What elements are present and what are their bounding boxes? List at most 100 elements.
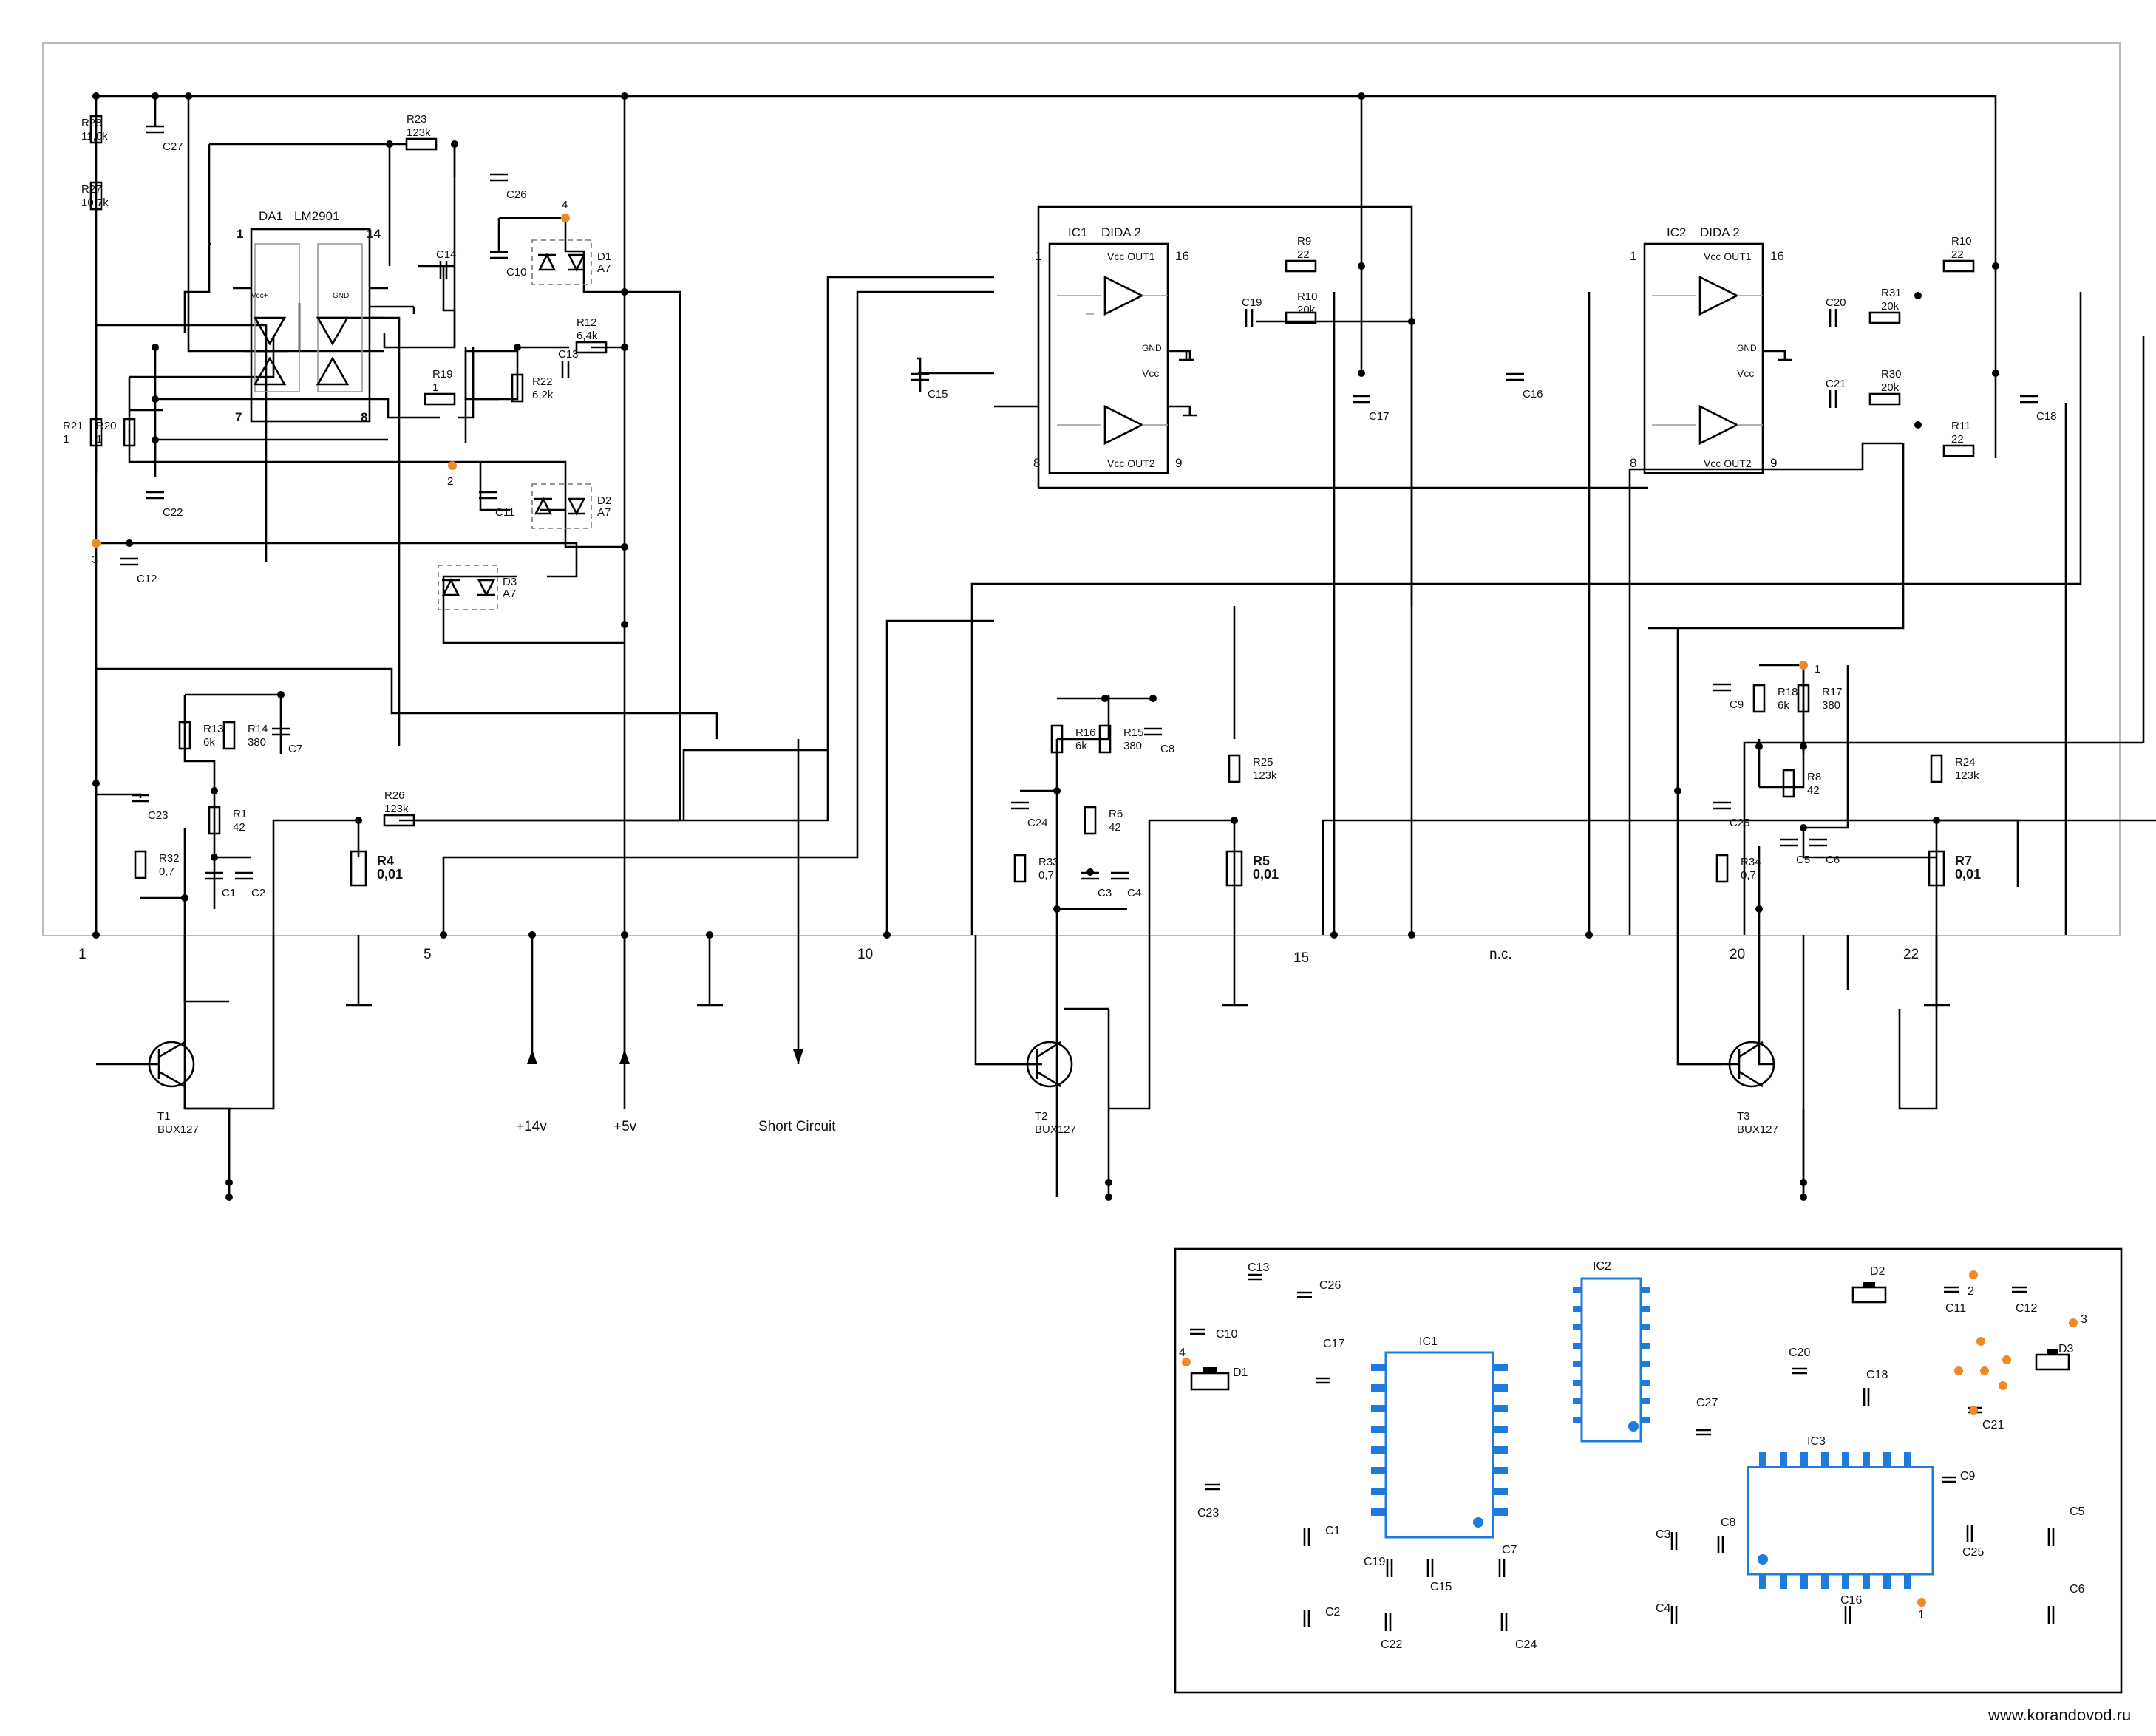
capacitor-c11 [479,491,497,500]
resistor-r27 [89,181,103,211]
capacitor-c24-label: C24 [1027,817,1048,829]
connector-pin-nc: n.c. [1489,947,1512,962]
capacitor-c25 [1713,801,1731,810]
pcb-label-c21: C21 [1982,1419,2004,1432]
resistor-r13 [178,721,191,750]
capacitors [92,92,2038,1201]
resistor-r28-ref: R28 [81,117,102,129]
pcb-capacitor-c25 [1966,1525,1973,1542]
site-footer: www.korandovod.ru [1987,1706,2131,1724]
resistor-r22 [511,373,524,403]
pcb-capacitor-c15 [1426,1559,1434,1577]
resistor-r8-value: 42 [1807,784,1820,797]
resistor-r25-value: 123k [1253,769,1277,782]
board-frame [42,42,2121,936]
resistor-r16 [1050,724,1064,754]
capacitor-c14 [439,261,448,279]
pcb-label-c15: C15 [1430,1581,1452,1593]
ic-ic1-out2: Vcc OUT2 [1107,457,1155,469]
ic-da1-pin7: 7 [235,410,242,424]
resistor-r31-ref: R31 [1881,287,1902,299]
resistor-r14 [222,721,236,750]
pcb-label-c10: C10 [1216,1328,1237,1341]
resistor-r24-value: 123k [1955,769,1979,782]
ic-ic2-out2: Vcc OUT2 [1704,457,1752,469]
pcb-capacitor-c7 [1498,1559,1506,1577]
resistor-r7 [1928,850,1945,887]
capacitor-c21-label: C21 [1826,378,1846,390]
pcb-ic2 [1747,1466,1934,1576]
capacitor-c1 [205,871,223,880]
pcb-label-d1: D1 [1233,1366,1248,1379]
pcb-capacitor-c24 [1500,1613,1508,1631]
resistor-r10 [1942,259,1975,273]
pcb-capacitor-c26 [1297,1291,1312,1298]
pcb-capacitor-c23 [1205,1483,1220,1491]
pcb-point-label-3: 3 [2081,1313,2087,1326]
capacitor-c13 [561,361,570,378]
resistor-r6-ref: R6 [1109,808,1123,820]
resistor-r25 [1228,754,1241,783]
resistor-r27-value: 10,7k [81,197,109,209]
capacitor-c23 [132,794,149,803]
resistor-r33-ref: R33 [1038,856,1059,868]
test-point-4 [561,214,570,222]
resistor-r18 [1752,684,1766,713]
pcb-label-c4: C4 [1656,1602,1671,1615]
capacitor-c18 [2020,395,2038,404]
resistor-r32-value: 0,7 [159,865,174,878]
component-labels: R2811,6kR2710,7kR23123kR126,4kR226,2kR19… [63,113,2057,899]
resistor-r30 [1868,392,1901,406]
resistor-r9-value: 22 [1297,248,1310,261]
capacitor-c14-label: C14 [436,248,457,261]
resistor-r6-value: 42 [1109,821,1121,834]
resistor-r10-value: 20k [1297,304,1316,316]
capacitor-c5 [1780,838,1798,847]
diode-d1 [531,239,592,285]
ic-da1-part: LM2901 [294,209,339,223]
pcb-point-label-1: 1 [1918,1609,1925,1621]
resistor-r9-ref: R9 [1297,235,1311,248]
resistor-r14-value: 380 [248,736,266,749]
resistor-r17-ref: R17 [1822,686,1843,698]
pcb-capacitor-c10 [1190,1328,1205,1335]
pcb-label-c25: C25 [1962,1546,1984,1559]
resistor-r23-ref: R23 [407,113,427,126]
resistor-r21-value: 1 [63,433,69,446]
ic-ic2-vcc: Vcc [1737,367,1754,379]
resistor-r19-ref: R19 [432,368,453,381]
resistor-r11-value: 22 [1951,433,1964,446]
ic-da1-pin1: 1 [237,227,243,241]
ic-ic2 [1643,242,1786,474]
pcb-capacitor-c20 [1792,1367,1807,1375]
capacitor-c22 [146,491,164,500]
pcb-ic1 [1384,1351,1494,1539]
diode-d1-part: A7 [597,262,611,275]
resistor-r20-ref: R20 [96,420,117,432]
resistor-r8-ref: R8 [1807,771,1821,783]
capacitor-c9 [1713,683,1731,692]
pcb-label-ic1: IC1 [1419,1335,1438,1348]
resistor-r7-ref: R7 [1955,854,1972,868]
diode-d3-ref: D3 [503,576,517,588]
pcb-label-ic3: IC3 [1807,1435,1826,1448]
resistor-r32 [134,850,147,879]
transistor-t2-part: BUX127 [1035,1123,1076,1136]
transistor-t3-part: BUX127 [1737,1123,1778,1136]
capacitor-c4-label: C4 [1127,887,1141,899]
resistor-r6 [1084,806,1097,835]
capacitor-c8 [1144,727,1162,736]
capacitor-c18-label: C18 [2036,410,2057,423]
pcb-label-c19: C19 [1364,1556,1385,1568]
resistor-r24 [1930,754,1943,783]
resistor-r12-value: 6,4k [577,330,598,342]
resistor-r17 [1797,684,1810,713]
capacitor-c22-label: C22 [163,506,183,519]
ic-ic1-part: DIDA 2 [1101,225,1141,239]
resistor-r5-value: 0,01 [1253,867,1279,882]
connector-pin-20: 20 [1730,947,1745,962]
capacitor-c27-label: C27 [163,140,183,153]
transistor-leads [228,1109,1805,1197]
pcb-label-c7: C7 [1502,1544,1517,1556]
